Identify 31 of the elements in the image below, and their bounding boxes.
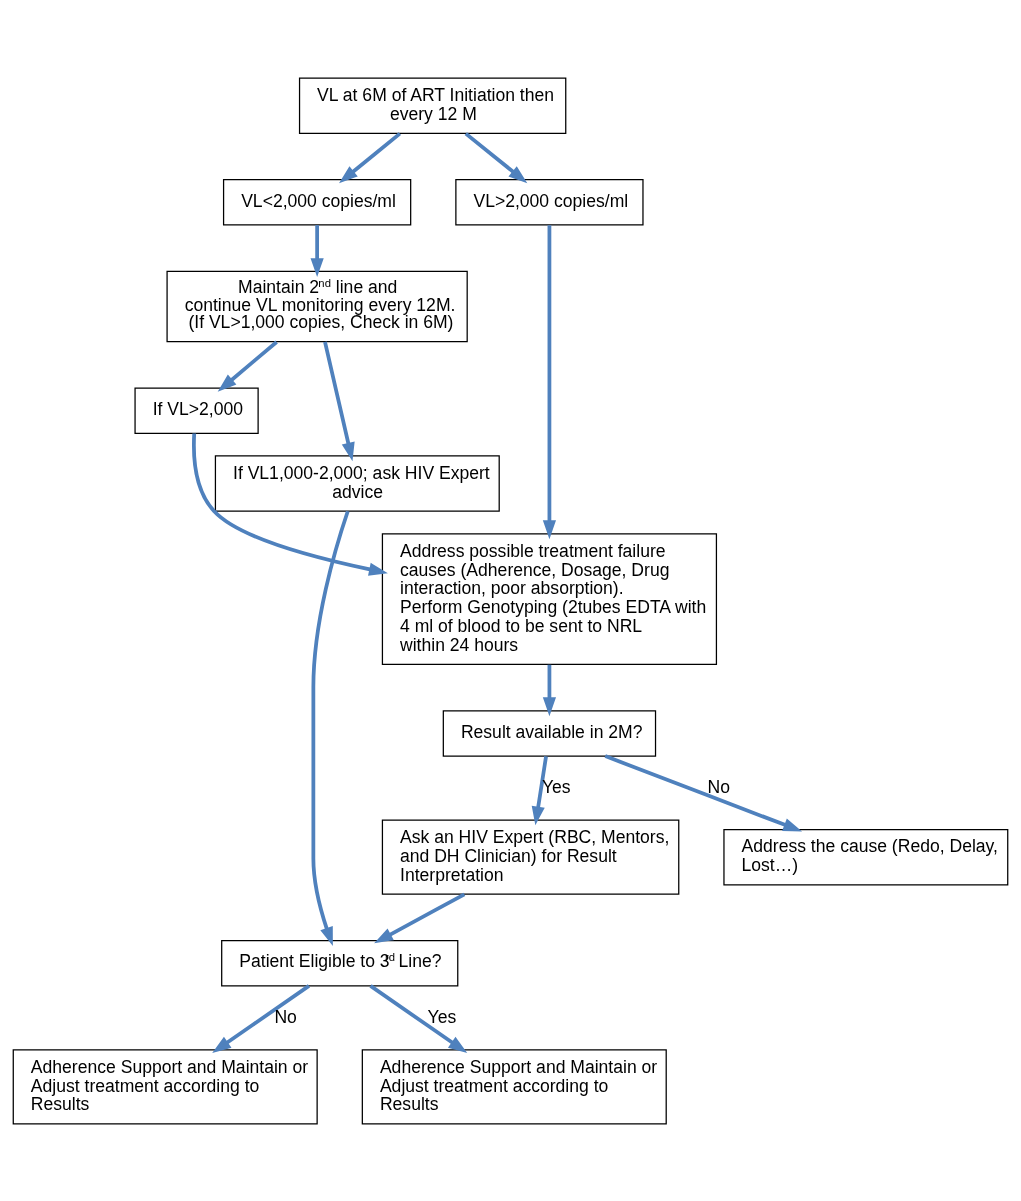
- arrow: [542, 224, 557, 539]
- node-box: If VL>2,000: [134, 387, 259, 434]
- arrow: [374, 892, 466, 943]
- arrow: [323, 340, 355, 461]
- edge-label: Yes: [427, 1006, 457, 1027]
- node-box: Adherence Support and Maintain or Adjust treatment according to Results: [12, 1048, 318, 1125]
- arrow: [542, 664, 557, 716]
- node-box: VL<2,000 copies/ml: [222, 178, 412, 226]
- node-box: Result available in 2M?: [442, 709, 657, 757]
- node-box: VL at 6M of ART Initiation then every 12 M: [298, 76, 567, 134]
- node-box: Address the cause (Redo, Delay, Lost…): [723, 828, 1009, 885]
- arrow: [531, 755, 548, 825]
- arrow: [464, 131, 528, 183]
- edge-label: Yes: [541, 776, 571, 797]
- node-box: VL>2,000 copies/ml: [455, 178, 644, 226]
- edge-label: No: [274, 1006, 297, 1027]
- arrow: [192, 432, 388, 576]
- arrow: [217, 340, 278, 392]
- node-box: Address possible treatment failure causes (Adherence, Dosage, Drug interaction, poor absorption). Perform Genotyping (2tubes EDTA with 4 ml of blood to be sent to NRL within 24 hours: [381, 532, 718, 665]
- arrow: [369, 983, 468, 1053]
- node-box: Patient Eligible to 3$^{rd}$ Line?: [221, 939, 459, 986]
- arrow: [311, 510, 350, 946]
- edge-label: No: [707, 776, 731, 797]
- node-box: Maintain 2$^{nd}$ line and continue VL monitoring every 12M. (If VL>1,000 copies, Check in 6M): [166, 270, 468, 342]
- node-box: Adherence Support and Maintain or Adjust treatment according to Results: [361, 1048, 667, 1125]
- arrow: [212, 983, 310, 1053]
- node-box: If VL1,000-2,000; ask HIV Expert advice: [214, 454, 500, 512]
- node-box: Ask an HIV Expert (RBC, Mentors, and DH Clinician) for Result Interpretation: [381, 819, 680, 895]
- arrow: [339, 131, 402, 183]
- arrow: [310, 224, 324, 277]
- arrow: [604, 753, 803, 831]
